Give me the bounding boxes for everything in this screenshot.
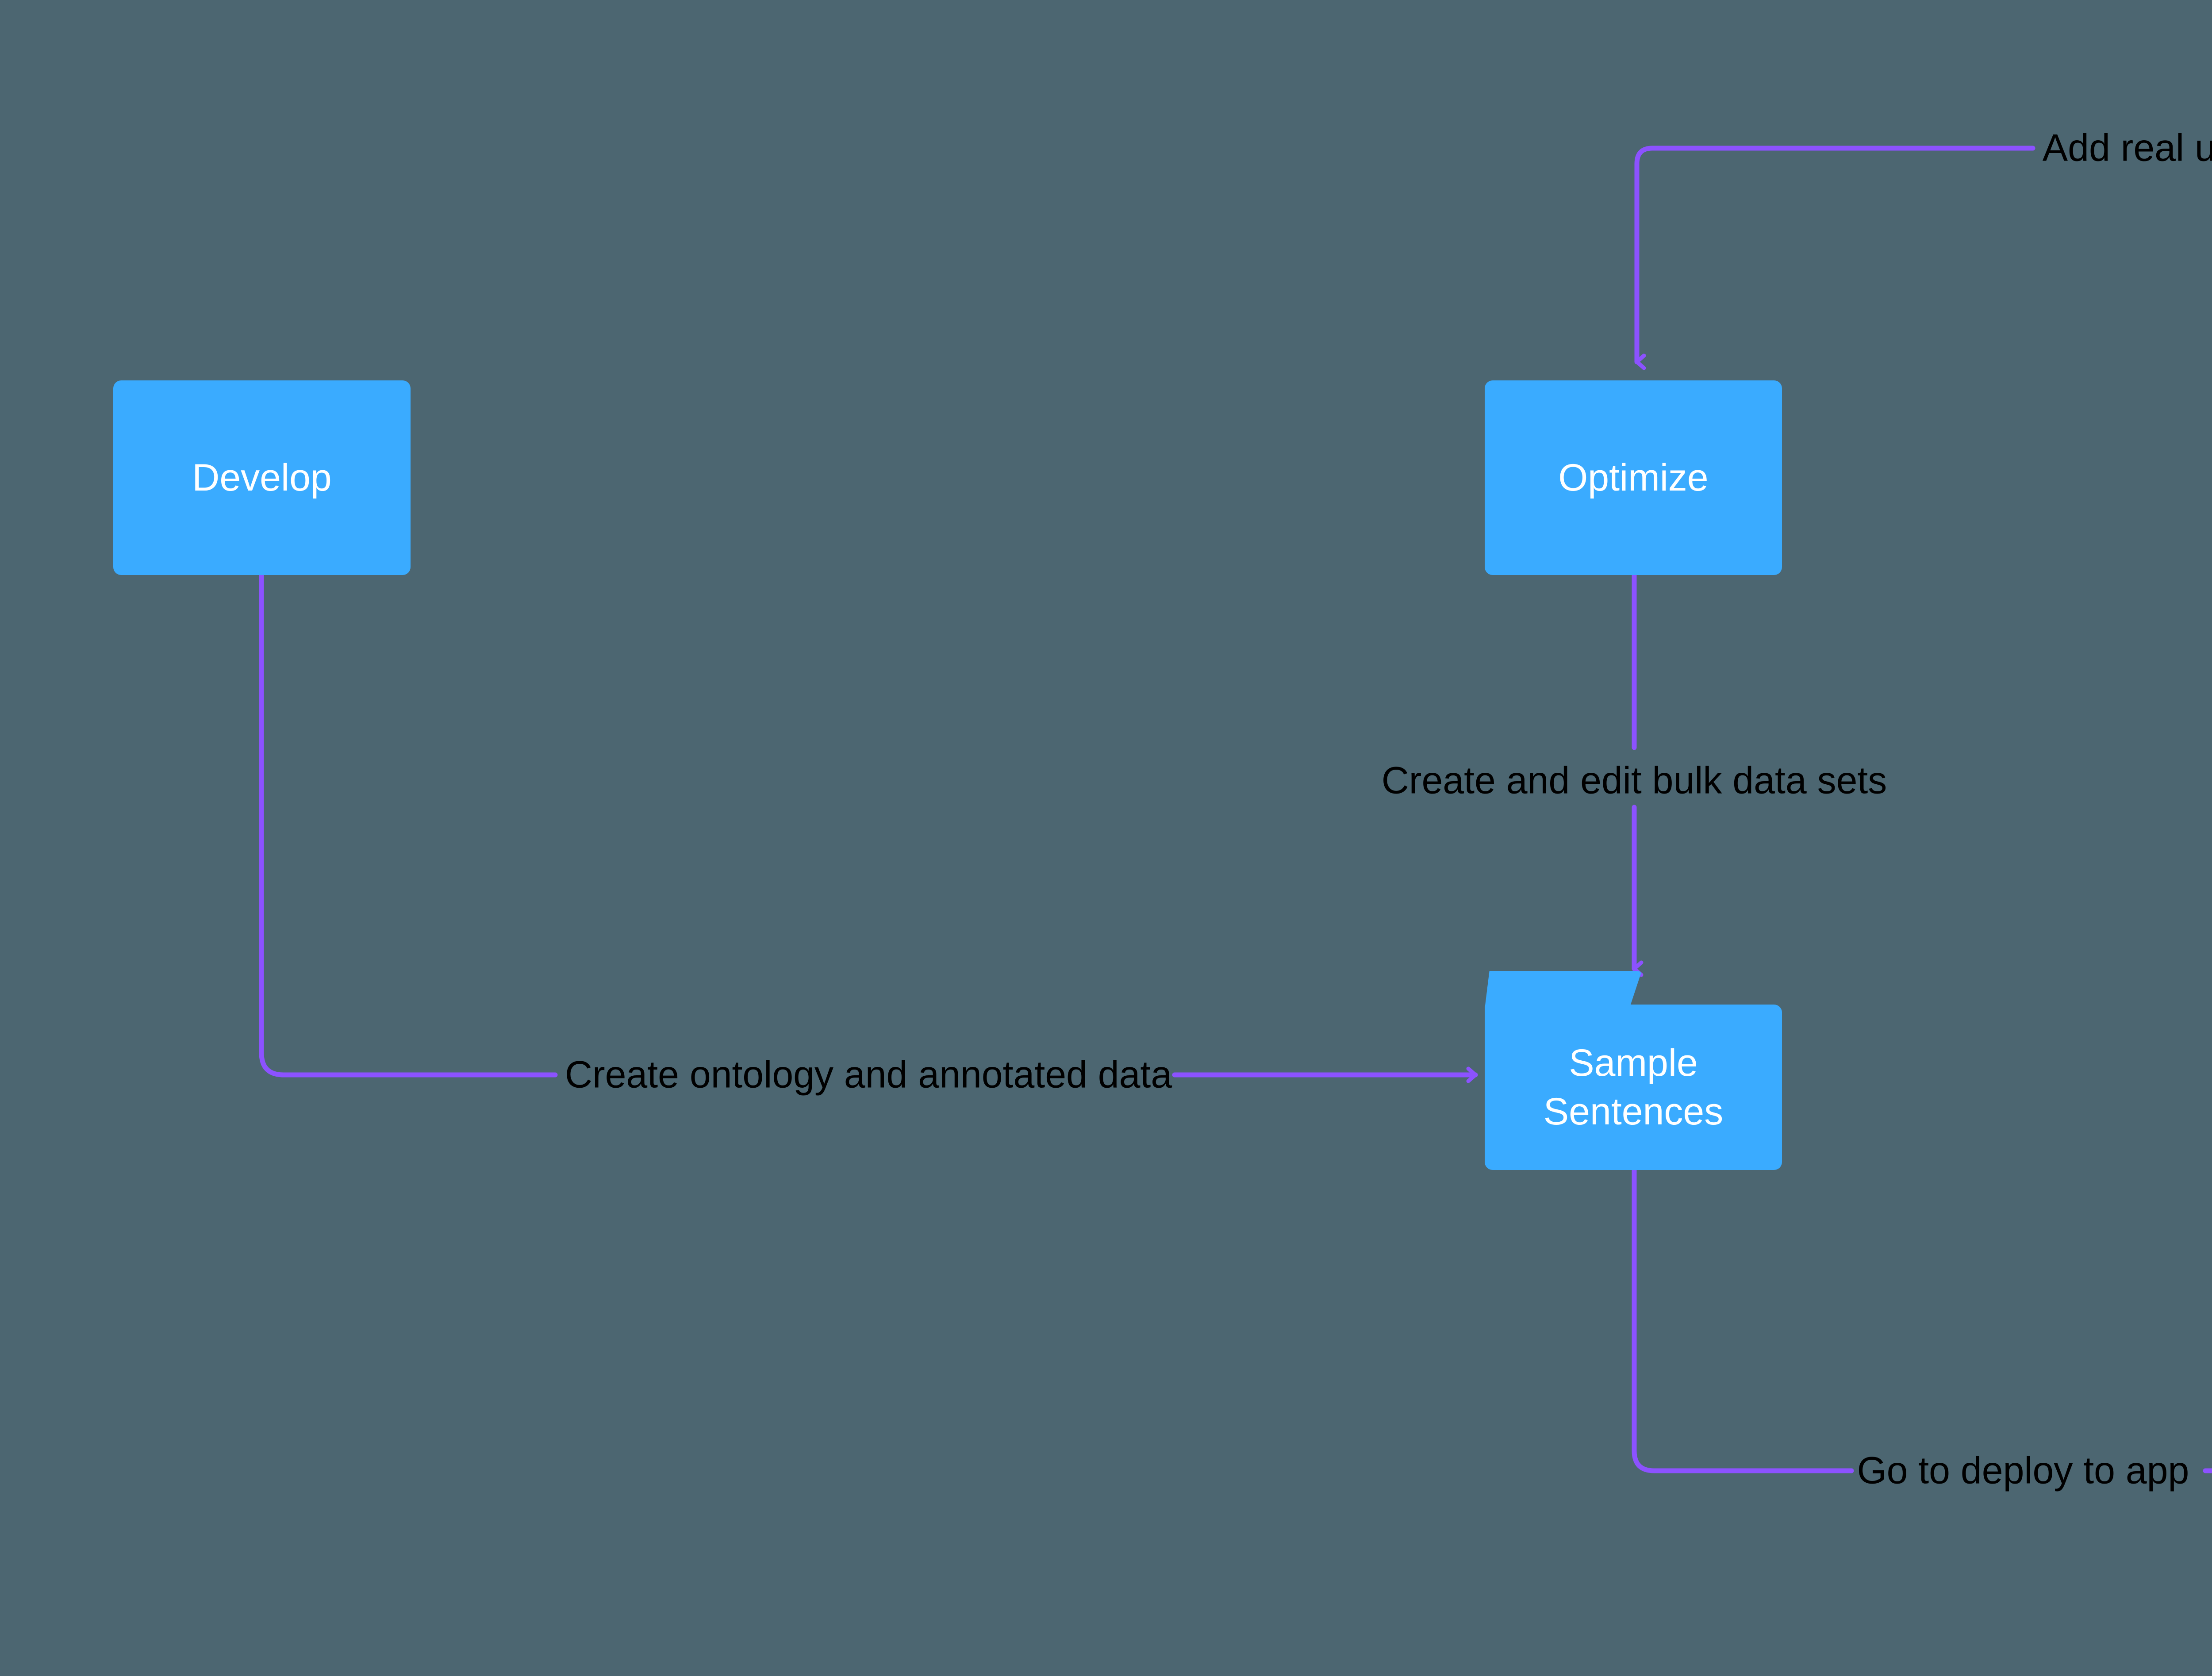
edge-label-create-and-edit-bulk-data-sets: Create and edit bulk data sets — [1381, 759, 1887, 802]
folder-tab-icon — [1485, 971, 1642, 1009]
sample-sentences-line-1: Sample — [1569, 1041, 1698, 1084]
sample-sentences-line-2: Sentences — [1543, 1090, 1724, 1133]
edge-sample-to-manage-stem — [1632, 1167, 1854, 1473]
edge-label-create-ontology-and-annotated-data: Create ontology and annotated data — [565, 1053, 1172, 1096]
edge-discover-to-optimize-left — [1634, 146, 2035, 370]
edge-develop-to-sample-stem — [259, 572, 558, 1078]
node-optimize[interactable]: Optimize — [1485, 380, 1782, 575]
node-optimize-label: Optimize — [1558, 456, 1709, 499]
node-sample-sentences[interactable]: Sample Sentences — [1485, 971, 1782, 1170]
node-develop[interactable]: Develop — [113, 380, 411, 575]
node-sample-sentences-label: Sample Sentences — [1544, 1039, 1723, 1136]
folder-body: Sample Sentences — [1485, 1005, 1782, 1170]
edge-label-go-to-deploy-to-app: Go to deploy to app — [1857, 1449, 2189, 1492]
node-develop-label: Develop — [192, 456, 332, 499]
edge-label-add-real-user-data: Add real user data to NLU model — [2042, 127, 2212, 169]
